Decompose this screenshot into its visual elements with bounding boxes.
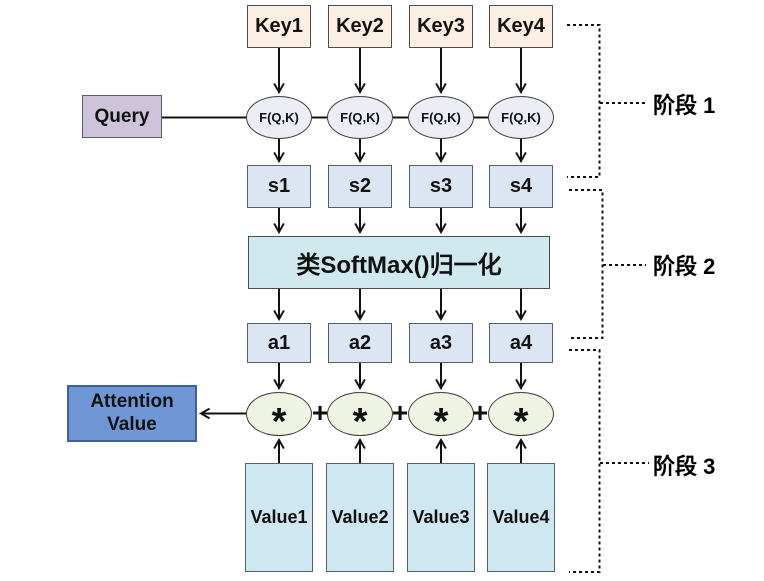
stage-2-label: 阶段 2 [653, 254, 716, 279]
value4-box: Value4 [487, 463, 555, 572]
multiply-ellipse-1: * [246, 392, 312, 443]
value1-box: Value1 [245, 463, 313, 572]
key4-box: Key4 [489, 5, 553, 48]
plus-symbol-2: + [391, 397, 409, 428]
score-s2-box: s2 [328, 165, 392, 208]
value2-box: Value2 [326, 463, 394, 572]
value3-box: Value3 [407, 463, 475, 572]
weight-a4-box: a4 [489, 323, 553, 363]
key1-box: Key1 [247, 5, 311, 48]
stage-3-label: 阶段 3 [653, 454, 716, 479]
asterisk-symbol: * [271, 400, 287, 443]
weight-a1-box: a1 [247, 323, 311, 363]
score-function-ellipse-3: F(Q,K) [408, 96, 474, 139]
score-s4-box: s4 [489, 165, 553, 208]
plus-symbol-3: + [471, 397, 489, 428]
score-function-ellipse-4: F(Q,K) [488, 96, 554, 139]
score-function-ellipse-2: F(Q,K) [327, 96, 393, 139]
score-s1-box: s1 [247, 165, 311, 208]
weight-a2-box: a2 [328, 323, 392, 363]
asterisk-symbol: * [513, 400, 529, 443]
key2-box: Key2 [328, 5, 392, 48]
asterisk-symbol: * [352, 400, 368, 443]
stage-1-label: 阶段 1 [653, 93, 716, 118]
score-s3-box: s3 [409, 165, 473, 208]
multiply-ellipse-3: * [408, 392, 474, 443]
multiply-ellipse-2: * [327, 392, 393, 443]
attention-value-box: Attention Value [67, 385, 197, 442]
score-function-ellipse-1: F(Q,K) [246, 96, 312, 139]
key3-box: Key3 [409, 5, 473, 48]
multiply-ellipse-4: * [488, 392, 554, 443]
weight-a3-box: a3 [409, 323, 473, 363]
query-box: Query [82, 95, 162, 138]
plus-symbol-1: + [311, 397, 329, 428]
asterisk-symbol: * [433, 400, 449, 443]
softmax-normalize-box: 类SoftMax()归一化 [248, 236, 550, 289]
